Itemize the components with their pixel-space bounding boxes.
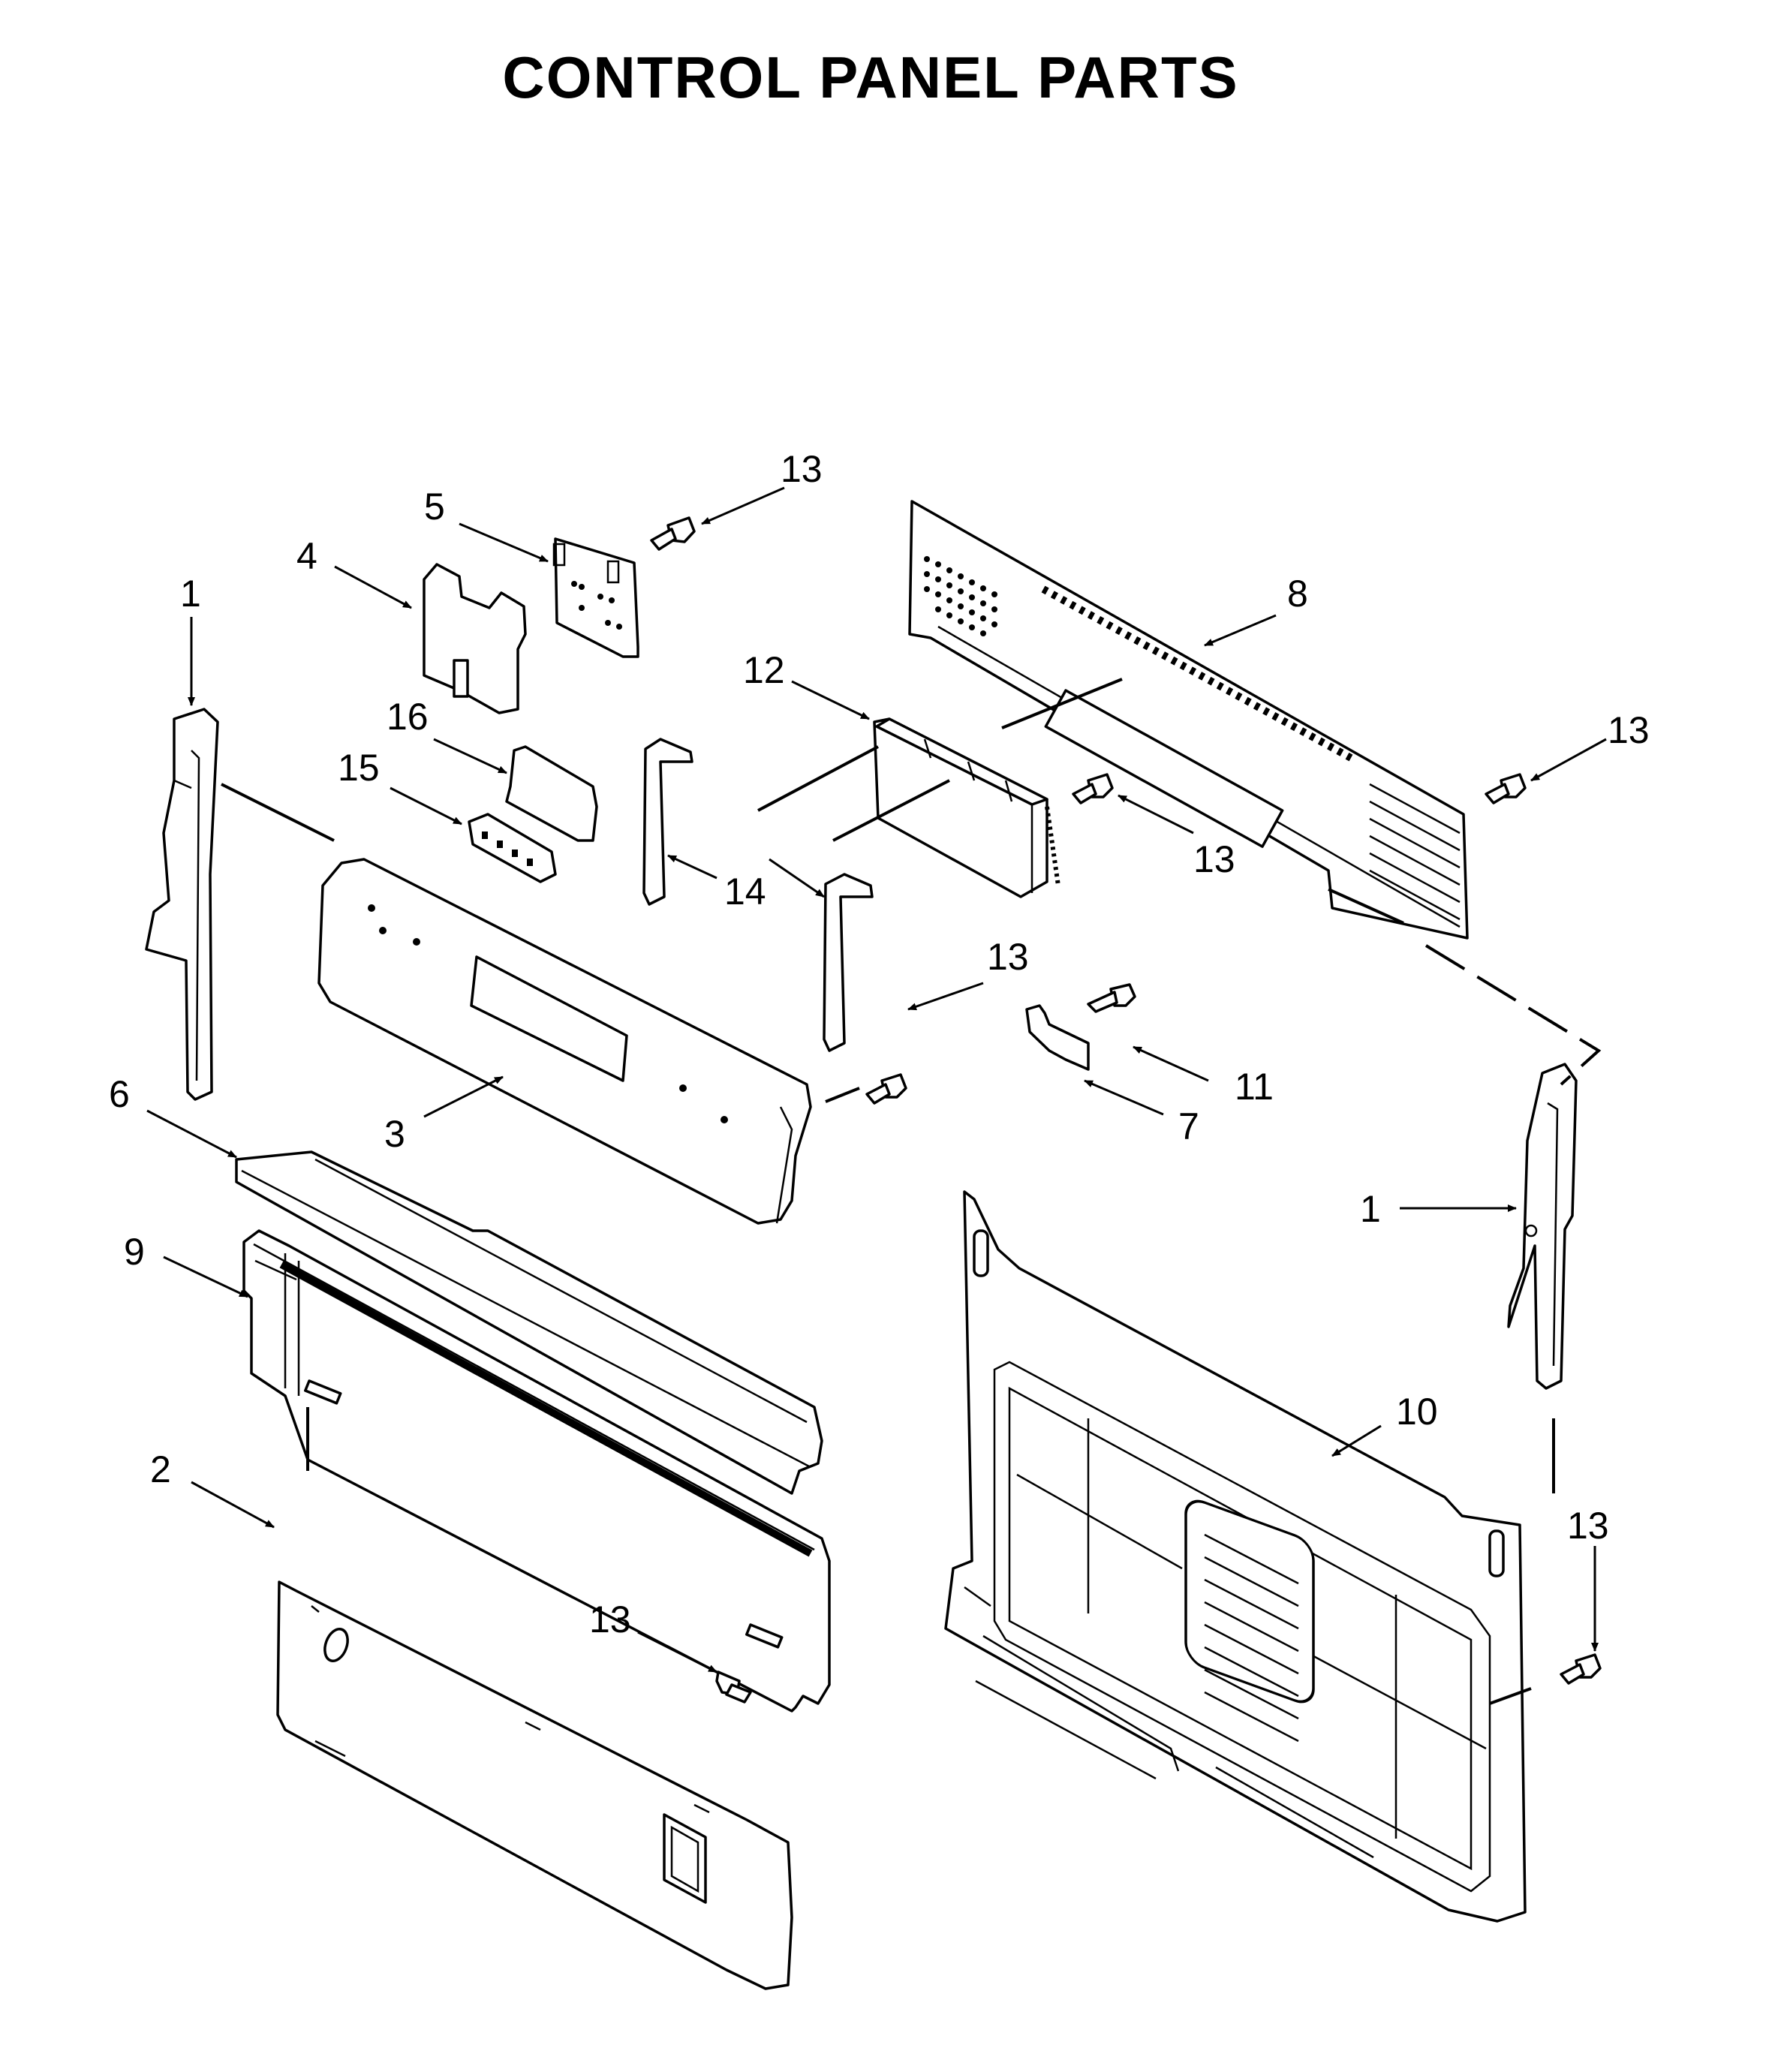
part-3-control-panel [317,858,812,1225]
callout-3: 3 [384,1113,405,1155]
callout-11: 11 [1235,1066,1274,1108]
part-9-frame [242,1229,831,1713]
callout-13-lower: 13 [589,1598,631,1640]
callout-16: 16 [387,696,429,738]
callout-2: 2 [150,1448,171,1490]
callout-13-right: 13 [1608,709,1650,751]
part-14-bracket-left [642,738,693,906]
callout-10: 10 [1396,1391,1438,1433]
part-13-screw-top [650,516,696,551]
part-13-screw-rear [1560,1653,1602,1685]
part-13-screw-right [1485,773,1527,804]
part-13-screw-lower [715,1671,752,1704]
callout-1-right: 1 [1360,1188,1381,1230]
callout-5: 5 [424,486,445,528]
part-11-screw [1087,983,1136,1013]
part-16-bracket [505,745,598,842]
part-5-circuit-board [552,537,639,658]
part-1-side-bracket-right [1507,1063,1578,1390]
part-13-screw-panel [865,1073,907,1105]
part-1-side-bracket-left [145,708,219,1101]
part-12-control-box [873,717,1060,898]
assembly-lines [221,678,1602,1705]
callout-12: 12 [743,649,785,691]
page-title: CONTROL PANEL PARTS [502,44,1239,110]
part-14-bracket-right [823,873,874,1052]
callout-13-top: 13 [781,448,823,490]
callout-1-left: 1 [180,573,201,615]
callout-13-box: 13 [1193,838,1235,880]
part-6-trim-strip [235,1150,823,1495]
callout-6: 6 [109,1073,130,1115]
callout-15: 15 [338,747,380,789]
callout-13-rear: 13 [1567,1505,1609,1547]
callout-7: 7 [1178,1105,1199,1147]
callout-8: 8 [1287,573,1308,615]
callout-13-panel: 13 [987,936,1029,978]
callout-14: 14 [724,871,766,913]
part-4-cover [423,563,527,714]
callout-9: 9 [124,1231,145,1273]
part-15-terminal-block [468,813,557,883]
callout-labels: 1 4 5 13 8 12 13 13 16 15 14 13 11 7 6 3… [109,448,1650,1640]
leader-lines [146,486,1607,1674]
part-10-rear-panel [944,1190,1527,1923]
part-13-screw-box [1072,773,1114,804]
part-2-lower-cover [276,1580,793,1990]
callout-4: 4 [296,535,317,577]
part-7-clip [1025,1004,1090,1071]
